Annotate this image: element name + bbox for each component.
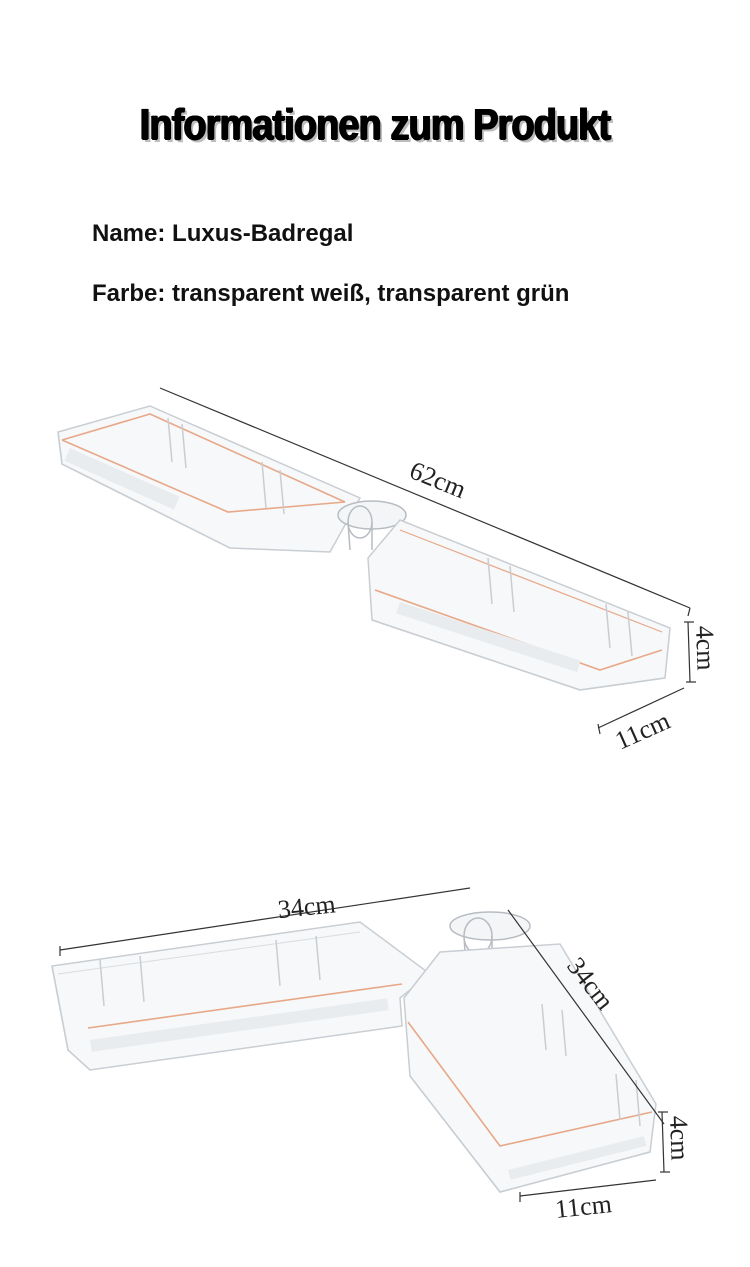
- corner-shelf-diagram: 34cm 34cm 4cm 11cm: [51, 887, 695, 1224]
- depth-label: 11cm: [611, 706, 675, 756]
- length-label: 62cm: [406, 456, 470, 505]
- product-color: Farbe: transparent weiß, transparent grü…: [92, 280, 570, 307]
- product-name: Name: Luxus-Badregal: [92, 220, 354, 247]
- corner-left-tray: [51, 921, 432, 1071]
- height-label: 4cm: [690, 625, 721, 671]
- corner-depth-label: 11cm: [554, 1189, 614, 1224]
- page-title: Informationen zum Produkt: [139, 100, 611, 149]
- corner-right-tray: [403, 943, 657, 1193]
- left-tray: [57, 405, 362, 553]
- right-tray: [367, 519, 671, 691]
- corner-height-label: 4cm: [664, 1115, 695, 1161]
- corner-left-arm-label: 34cm: [276, 889, 336, 924]
- center-hook: [337, 500, 407, 551]
- straight-shelf-diagram: 62cm 4cm 11cm: [57, 387, 721, 756]
